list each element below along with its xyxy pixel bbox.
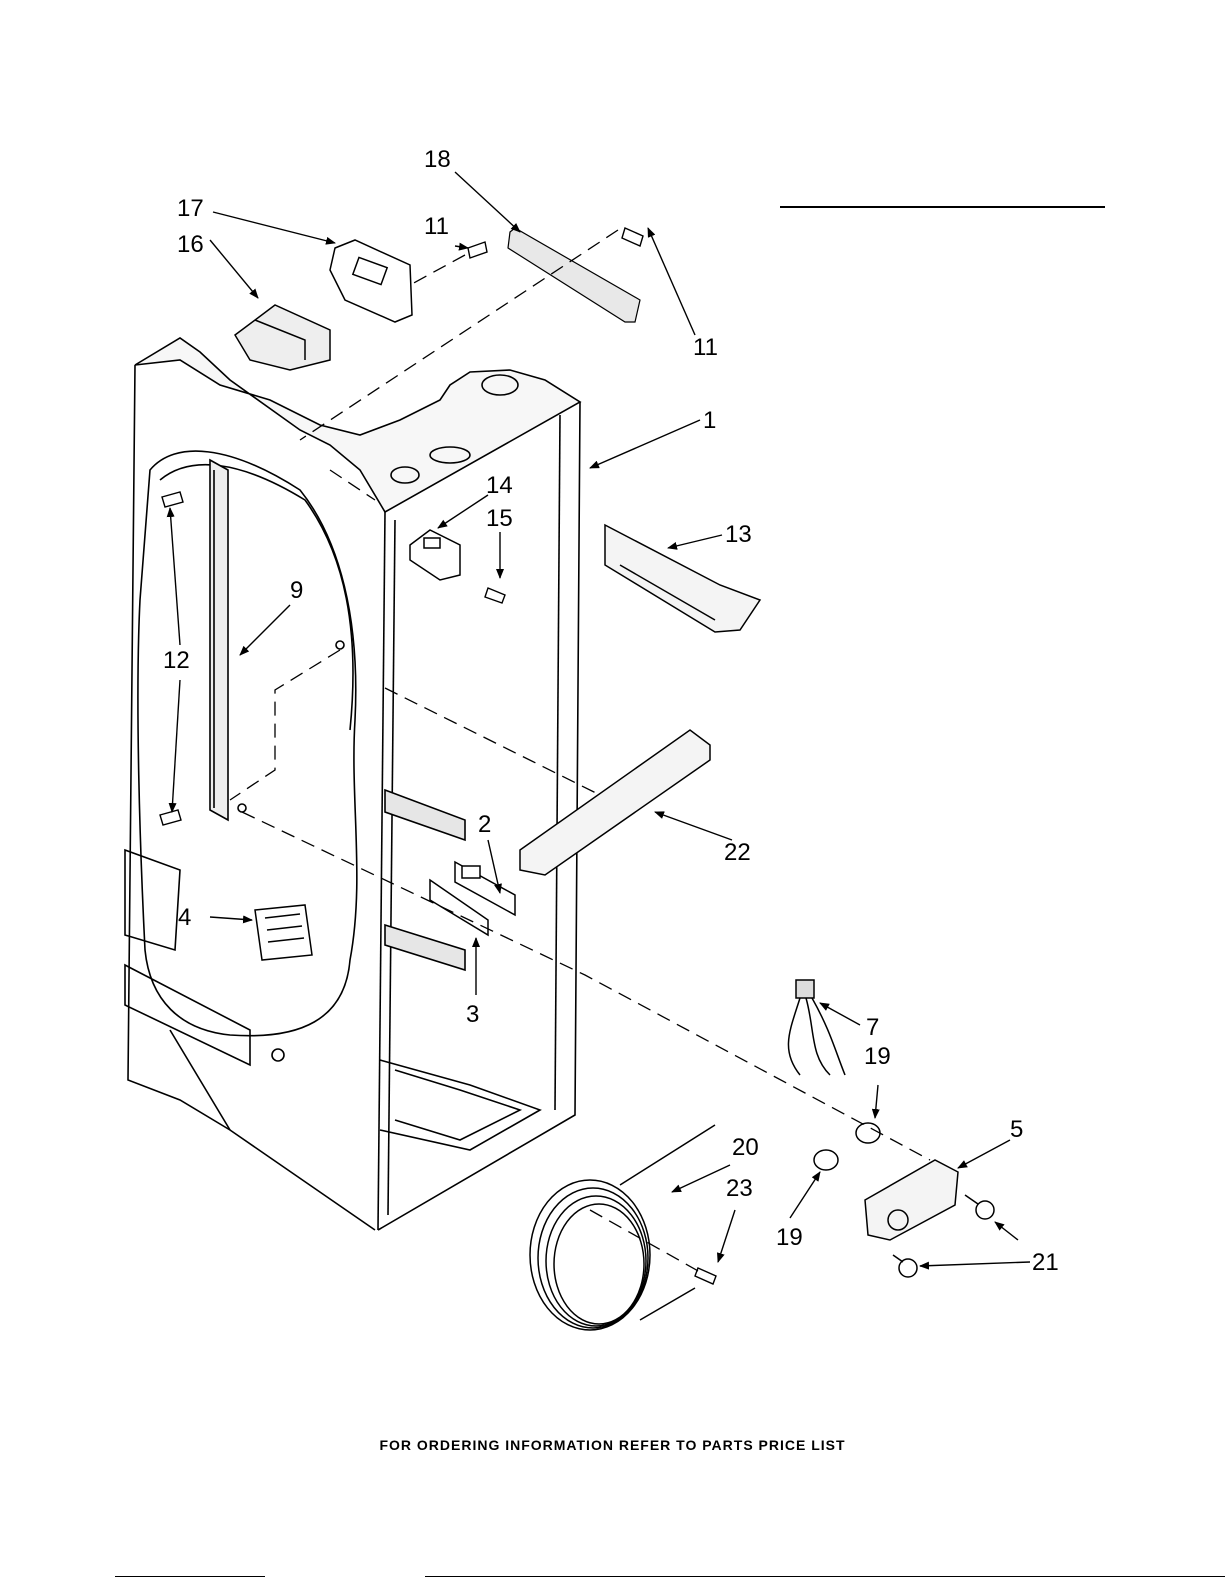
callout-4: 4 — [178, 904, 191, 931]
callout-23: 23 — [726, 1175, 753, 1202]
wire-harness — [788, 980, 845, 1075]
callout-22: 22 — [724, 839, 751, 866]
callout-14: 14 — [486, 472, 513, 499]
callout-1: 1 — [703, 407, 716, 434]
sockets — [814, 1123, 880, 1170]
callout-12: 12 — [163, 647, 190, 674]
callout-5: 5 — [1010, 1116, 1023, 1143]
callout-13: 13 — [725, 521, 752, 548]
callout-21: 21 — [1032, 1249, 1059, 1276]
callout-18: 18 — [424, 146, 451, 173]
callout-15: 15 — [486, 505, 513, 532]
callout-19-lower: 19 — [776, 1224, 803, 1251]
control-bracket — [330, 240, 412, 322]
ordering-note: FOR ORDERING INFORMATION REFER TO PARTS … — [0, 1437, 1225, 1453]
plates — [430, 862, 515, 935]
callout-11-right: 11 — [693, 334, 718, 361]
support-bar — [520, 730, 710, 875]
callout-7: 7 — [866, 1014, 879, 1041]
trim-strip — [508, 228, 640, 322]
callout-3: 3 — [466, 1001, 479, 1028]
callout-20: 20 — [732, 1134, 759, 1161]
bracket — [410, 530, 460, 580]
control-housing — [235, 305, 330, 370]
callout-11-upper: 11 — [424, 213, 449, 240]
light-housing — [865, 1160, 958, 1240]
bottom-rule-left — [115, 1576, 265, 1577]
callout-16: 16 — [177, 231, 204, 258]
tubing-coil — [530, 1125, 715, 1330]
callout-19-upper: 19 — [864, 1043, 891, 1070]
vent-grille — [255, 905, 312, 960]
callout-9: 9 — [290, 577, 303, 604]
title-rule — [780, 206, 1105, 208]
callout-2: 2 — [478, 811, 491, 838]
bottom-rule-right — [425, 1576, 1225, 1577]
callout-17: 17 — [177, 195, 204, 222]
